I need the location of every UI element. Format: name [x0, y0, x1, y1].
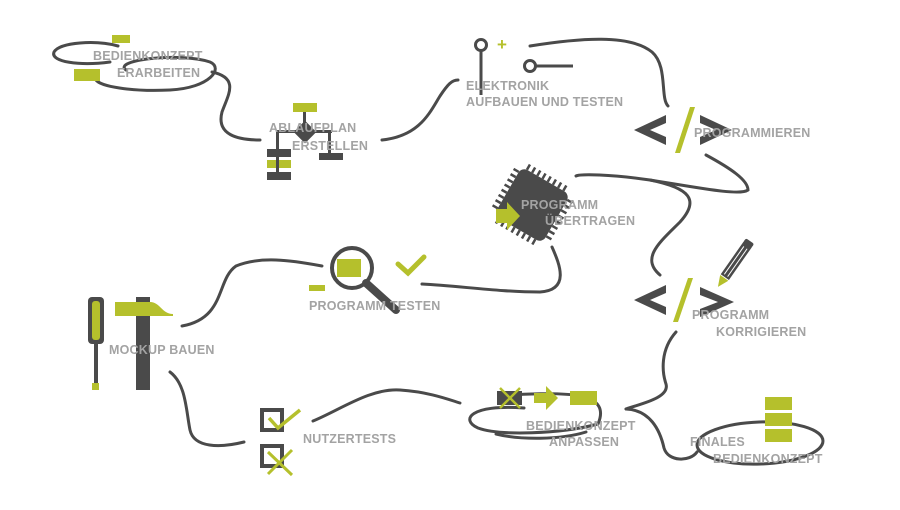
arrow-right-icon	[496, 202, 520, 230]
step-label-programm-testen: PROGRAMM TESTEN	[309, 299, 441, 313]
connector-elektronik-programmieren	[528, 37, 670, 108]
step-label-anpassen-1: BEDIENKONZEPT	[526, 419, 636, 433]
step-label-anpassen-2: ANPASSEN	[549, 435, 620, 449]
ellipse-blocks-icon	[52, 35, 217, 92]
connector-uebertragen-korrigieren	[648, 178, 692, 277]
step-label-finales-2: BEDIENKONZEPT	[713, 452, 823, 466]
connector-nutzertests-anpassen	[311, 388, 462, 423]
step-label-bedienkonzept-erarbeiten-2: ERARBEITEN	[117, 66, 201, 80]
connector-programmieren-uebertragen	[574, 153, 750, 194]
swap-arrow-icon	[468, 386, 603, 440]
step-label-mockup-bauen: MOCKUP BAUEN	[109, 343, 215, 357]
stack-ellipse-icon	[695, 397, 825, 466]
step-label-bedienkonzept-erarbeiten-1: BEDIENKONZEPT	[93, 49, 203, 63]
step-label-ablaufplan-1: ABLAUFPLAN	[269, 121, 357, 135]
connector-mockup-nutzertests	[168, 370, 246, 448]
step-label-korrigieren-1: PROGRAMM	[692, 308, 770, 322]
connector-uebertragen-testen	[420, 245, 562, 294]
step-label-nutzertests: NUTZERTESTS	[303, 432, 397, 446]
magnifier-check-icon	[309, 246, 427, 314]
connector-anpassen-finales	[624, 407, 699, 461]
connector-ablaufplan-elektronik	[380, 78, 460, 142]
step-label-korrigieren-2: KORRIGIEREN	[716, 325, 807, 339]
connector-testen-mockup	[180, 258, 324, 328]
step-label-programmieren: PROGRAMMIEREN	[694, 126, 811, 140]
code-pencil-icon	[634, 238, 754, 322]
tools-icon	[88, 297, 173, 390]
step-label-elektronik-2: AUFBAUEN UND TESTEN	[466, 95, 624, 109]
circuit-icon	[474, 38, 573, 95]
checkbox-icon	[260, 408, 302, 477]
step-label-ablaufplan-2: ERSTELLEN	[292, 139, 369, 153]
step-label-uebertragen-1: PROGRAMM	[521, 198, 599, 212]
connector-korrigieren-anpassen	[624, 330, 678, 411]
code-icon	[634, 107, 732, 153]
step-label-uebertragen-2: ÜBERTRAGEN	[545, 214, 636, 228]
step-label-elektronik-1: ELEKTRONIK	[466, 79, 550, 93]
plus-icon: +	[497, 35, 507, 54]
step-label-finales-1: FINALES	[690, 435, 745, 449]
connector-erarbeiten-ablaufplan	[210, 70, 262, 142]
